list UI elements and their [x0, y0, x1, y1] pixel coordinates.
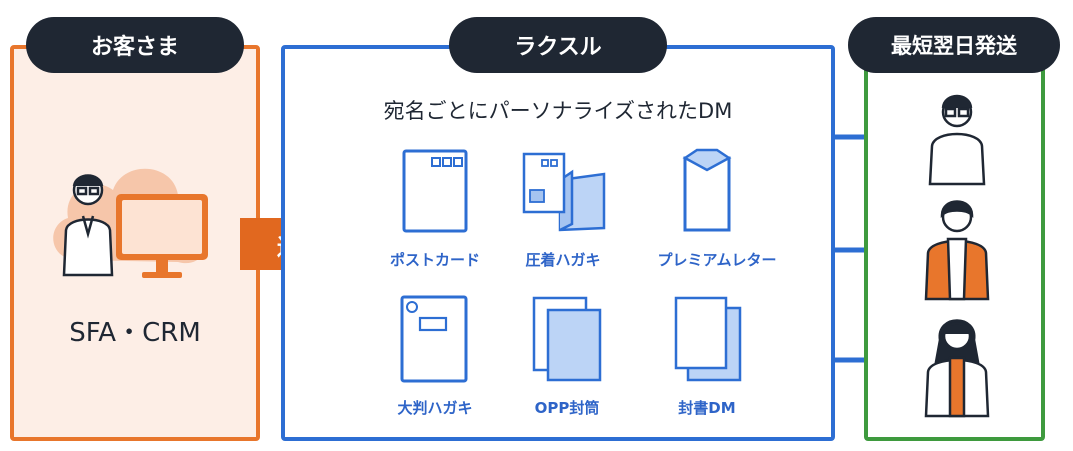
raksul-heading: 宛名ごとにパーソナライズされたDM	[383, 99, 733, 123]
sealed-letter-icon	[672, 294, 744, 384]
postcard-icon	[400, 148, 470, 234]
product-label-opp-envelope: OPP封筒	[534, 399, 600, 417]
premium-letter-icon	[680, 148, 736, 234]
product-label-large-postcard: 大判ハガキ	[397, 399, 473, 417]
product-label-pressure-sealed: 圧着ハガキ	[525, 251, 601, 269]
shipping-title: 最短翌日発送	[848, 17, 1060, 73]
product-label-sealed-letter: 封書DM	[678, 399, 736, 417]
raksul-title: ラクスル	[449, 17, 667, 73]
person-at-computer-icon	[38, 150, 218, 290]
system-label: SFA・CRM	[69, 318, 201, 348]
product-label-postcard: ポストカード	[389, 251, 480, 269]
recipient-3-icon	[920, 310, 994, 418]
large-postcard-icon	[398, 294, 470, 384]
recipient-1-icon	[922, 88, 992, 188]
pressure-sealed-postcard-icon	[518, 150, 608, 234]
opp-envelope-icon	[530, 296, 604, 384]
recipient-2-icon	[920, 195, 994, 301]
product-label-premium-letter: プレミアムレター	[657, 251, 777, 269]
customer-title: お客さま	[26, 17, 244, 73]
